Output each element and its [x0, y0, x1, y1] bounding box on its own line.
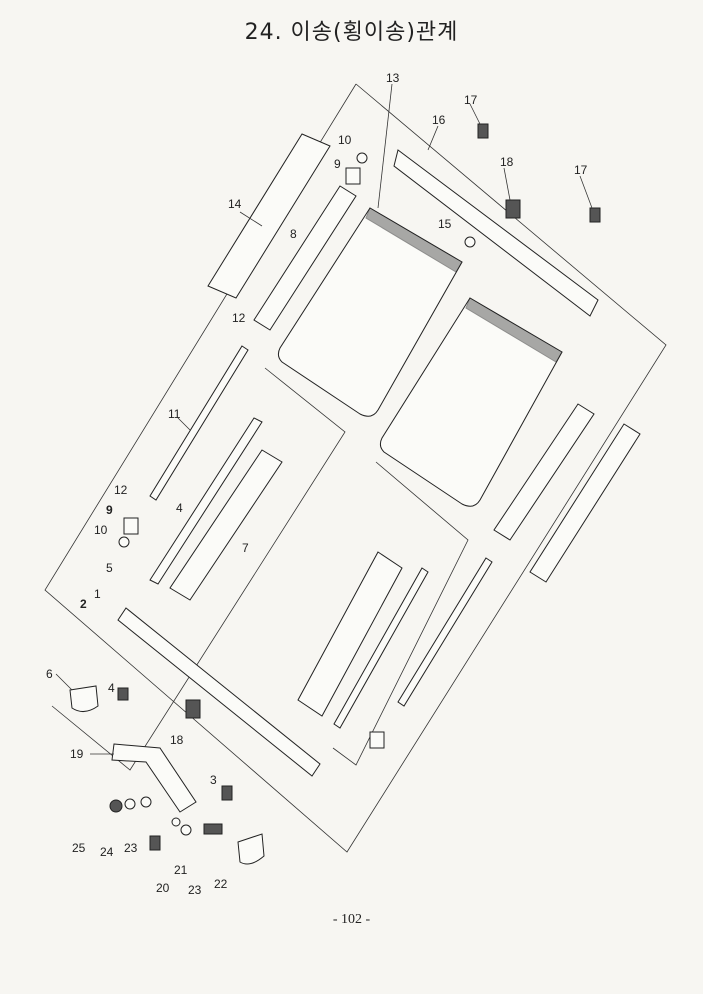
bolt-part-17-a — [477, 123, 489, 139]
shaft-part-11 — [149, 345, 249, 501]
cap-part-6 — [69, 685, 99, 712]
washer-part-21 — [171, 817, 181, 827]
bushing-part-9-left — [123, 517, 139, 535]
label-17-a: 17 — [464, 93, 478, 107]
plate-part-7 — [169, 449, 283, 601]
roller-right — [493, 403, 595, 541]
label-23-a: 23 — [124, 841, 138, 855]
roller-part-8 — [253, 185, 357, 331]
washer-part-15 — [464, 236, 476, 248]
label-8: 8 — [290, 227, 297, 241]
part-labels: 13 17 16 10 9 18 17 14 8 15 12 11 12 4 9… — [46, 71, 588, 897]
washer-part-10-upper — [356, 152, 368, 164]
assembly-frame-lines — [44, 83, 667, 853]
bushing-part-9-upper — [345, 167, 361, 185]
plate-lower-right — [297, 551, 403, 717]
label-23-b: 23 — [188, 883, 202, 897]
label-5: 5 — [106, 561, 113, 575]
label-3: 3 — [210, 773, 217, 787]
label-17-b: 17 — [574, 163, 588, 177]
gear-part-18-upper — [505, 199, 521, 219]
gear-part-18-lower — [185, 699, 201, 719]
page-title: 24. 이송(횡이송)관계 — [244, 20, 459, 45]
nut-part-25 — [109, 799, 123, 813]
bolt-part-4-lower — [117, 687, 129, 701]
bracket-part-16 — [393, 149, 599, 317]
label-14: 14 — [228, 197, 242, 211]
label-4-upper: 4 — [176, 501, 183, 515]
label-15: 15 — [438, 217, 452, 231]
bolt-part-20 — [149, 835, 161, 851]
label-22: 22 — [214, 877, 228, 891]
shaft-right — [397, 557, 493, 707]
label-19: 19 — [70, 747, 84, 761]
label-20: 20 — [156, 881, 170, 895]
label-11: 11 — [168, 407, 181, 421]
label-9-left: 9 — [106, 503, 113, 517]
bolt-part-3 — [221, 785, 233, 801]
arm-right — [529, 423, 641, 583]
label-2: 2 — [80, 597, 87, 611]
bushing-lower-right — [369, 731, 385, 749]
label-18-upper: 18 — [500, 155, 514, 169]
label-9-upper: 9 — [334, 157, 341, 171]
bracket-part-19 — [111, 743, 197, 813]
label-6: 6 — [46, 667, 53, 681]
label-13: 13 — [386, 71, 400, 85]
label-4-lower: 4 — [108, 681, 115, 695]
label-18-lower: 18 — [170, 733, 184, 747]
washer-part-23-a — [140, 796, 152, 808]
label-21: 21 — [174, 863, 188, 877]
leader-lines — [55, 83, 593, 755]
shaft-lower-right — [333, 567, 429, 729]
label-25: 25 — [72, 841, 86, 855]
label-7: 7 — [242, 541, 249, 555]
label-12-left: 12 — [114, 483, 128, 497]
base-bar-part-1 — [117, 607, 321, 777]
label-10-upper: 10 — [338, 133, 352, 147]
bolt-part-22 — [203, 823, 223, 835]
label-10-left: 10 — [94, 523, 108, 537]
label-1: 1 — [94, 587, 101, 601]
washer-part-24 — [124, 798, 136, 810]
washer-part-10-left — [118, 536, 130, 548]
arm-part-14 — [207, 133, 331, 299]
label-16: 16 — [432, 113, 446, 127]
bolt-part-17-b — [589, 207, 601, 223]
washer-part-23-b — [180, 824, 192, 836]
label-12-upper: 12 — [232, 311, 246, 325]
timing-belt-lower — [379, 297, 563, 507]
label-24: 24 — [100, 845, 114, 859]
timing-belt-upper — [277, 207, 463, 417]
page-number: - 102 - — [332, 912, 371, 927]
cap-lower — [237, 833, 265, 865]
shaft-part-4 — [149, 417, 263, 585]
